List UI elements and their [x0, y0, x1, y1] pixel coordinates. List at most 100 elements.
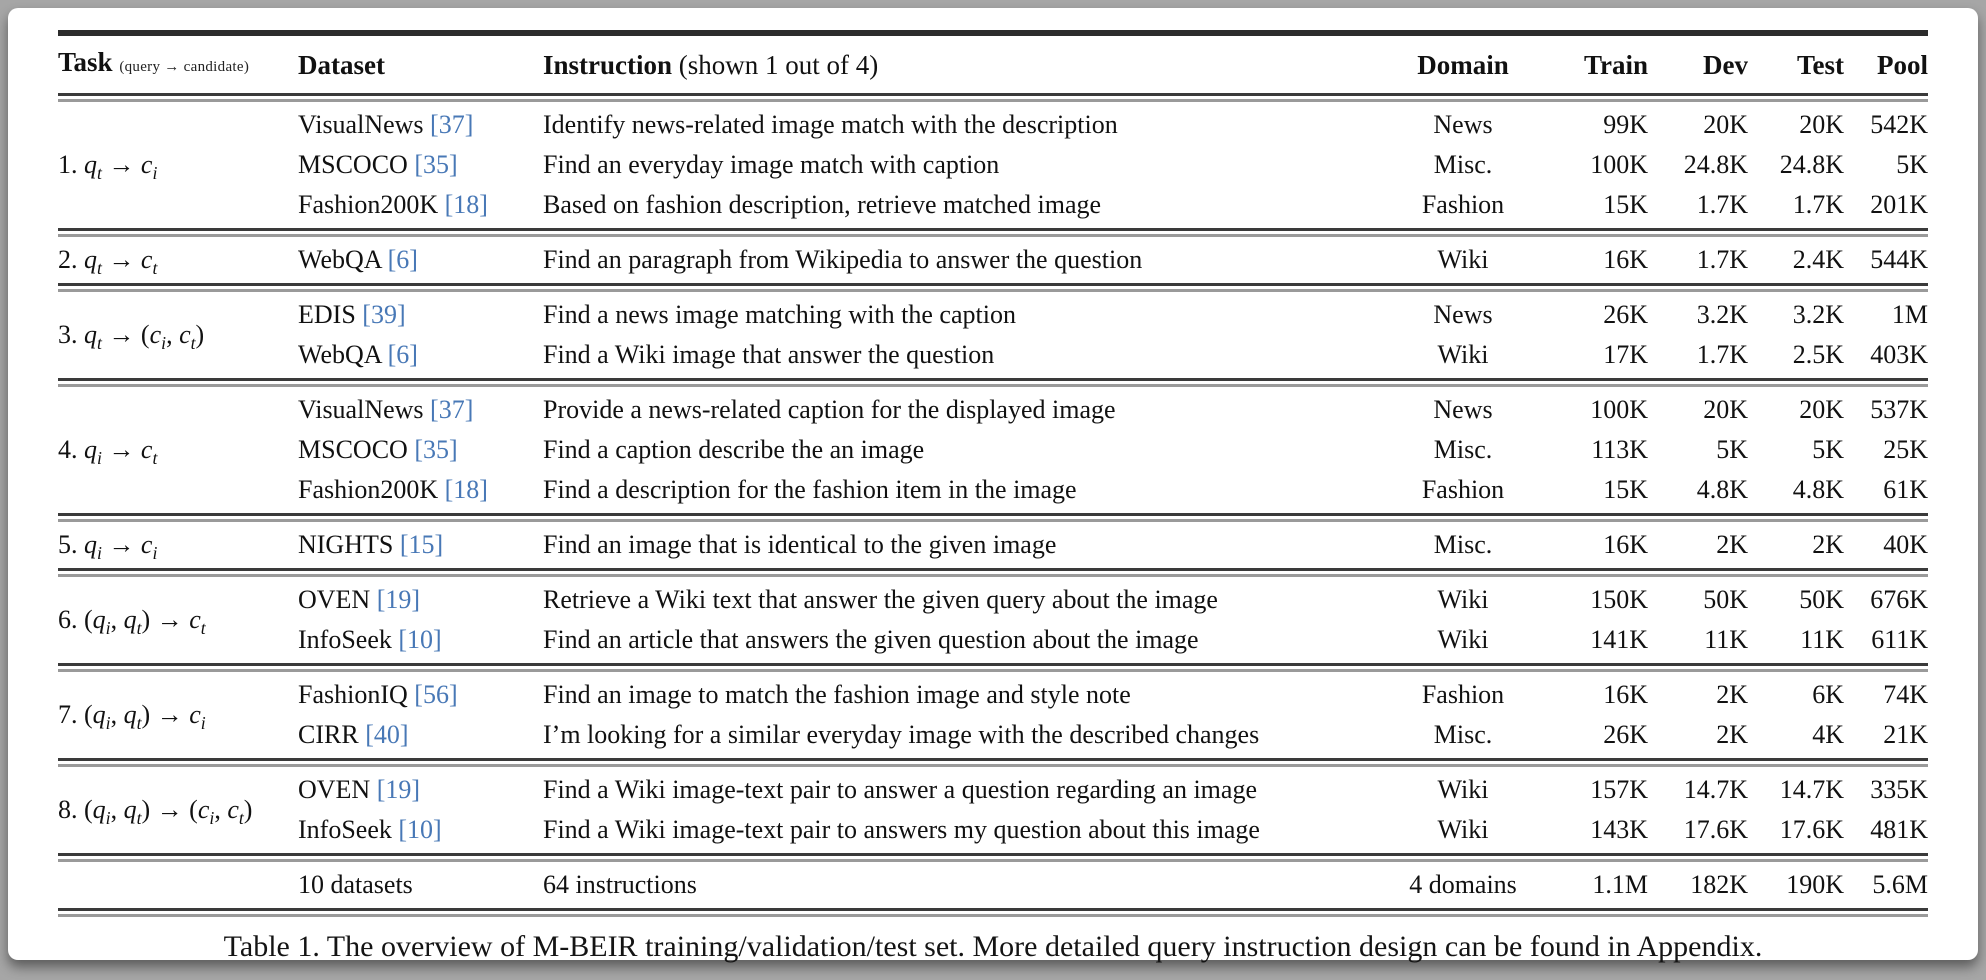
group-divider-rule — [58, 853, 1928, 862]
pool-count-cell: 403K — [1870, 340, 1928, 369]
dev-count-cell: 4.8K — [1696, 475, 1748, 504]
task-group-grid: 3. qt → (ci, ct)EDIS [39]Find a news ima… — [58, 295, 1928, 375]
test-count-cell: 2.5K — [1792, 340, 1844, 369]
dev-count-cell: 24.8K — [1683, 150, 1748, 179]
pool-count-cell: 335K — [1870, 775, 1928, 804]
instruction-cell: Find an paragraph from Wikipedia to answ… — [543, 245, 1143, 274]
instruction-header-label: Instruction — [543, 49, 673, 80]
dataset-cell: MSCOCO [35] — [298, 430, 543, 470]
dev-count-cell: 14.7K — [1683, 775, 1748, 804]
domain-cell: Wiki — [1437, 775, 1489, 804]
test-count-cell: 20K — [1799, 110, 1844, 139]
dataset-name: FashionIQ — [298, 680, 408, 709]
pool-count-cell: 542K — [1870, 110, 1928, 139]
task-group-grid: 8. (qi, qt) → (ci, ct)OVEN [19]Find a Wi… — [58, 770, 1928, 850]
group-divider-rule — [58, 228, 1928, 237]
citation-link[interactable]: [37] — [430, 110, 474, 139]
dev-count-cell: 2K — [1716, 720, 1748, 749]
dev-count-cell: 1.7K — [1696, 190, 1748, 219]
column-header-dev: Dev — [1703, 49, 1748, 80]
citation-link[interactable]: [6] — [387, 340, 418, 369]
table-totals-row: 10 datasets 64 instructions 4 domains 1.… — [58, 862, 1928, 908]
column-header-domain: Domain — [1417, 49, 1509, 80]
task-group: 2. qt → ct WebQA [6]Find an paragraph fro… — [58, 237, 1928, 283]
pool-count-cell: 537K — [1870, 395, 1928, 424]
citation-link[interactable]: [15] — [399, 530, 444, 559]
citation-link[interactable]: [10] — [398, 815, 442, 844]
dev-count-cell: 20K — [1703, 110, 1748, 139]
train-count-cell: 15K — [1603, 190, 1648, 219]
citation-link[interactable]: [35] — [414, 150, 458, 179]
citation-link[interactable]: [18] — [444, 475, 488, 504]
domain-cell: Misc. — [1433, 435, 1493, 464]
totals-pool: 5.6M — [1872, 870, 1928, 899]
dataset-cell: VisualNews [37] — [298, 105, 543, 145]
test-count-cell: 20K — [1799, 395, 1844, 424]
citation-link[interactable]: [10] — [398, 625, 442, 654]
instruction-cell: Find a Wiki image-text pair to answers m… — [543, 815, 1260, 844]
train-count-cell: 16K — [1603, 680, 1648, 709]
pool-count-cell: 5K — [1896, 150, 1928, 179]
pool-count-cell: 40K — [1883, 530, 1928, 559]
citation-link[interactable]: [56] — [414, 680, 458, 709]
column-header-test: Test — [1796, 49, 1844, 80]
task-group-grid: 2. qt → ct WebQA [6]Find an paragraph fro… — [58, 240, 1928, 280]
dev-count-cell: 2K — [1716, 680, 1748, 709]
domain-cell: Misc. — [1433, 530, 1493, 559]
dataset-name: VisualNews — [298, 110, 424, 139]
totals-dev: 182K — [1690, 870, 1748, 899]
group-divider-rule — [58, 378, 1928, 387]
citation-link[interactable]: [39] — [362, 300, 406, 329]
domain-cell: Wiki — [1437, 815, 1489, 844]
dataset-name: MSCOCO — [298, 435, 408, 464]
domain-cell: News — [1433, 110, 1493, 139]
train-count-cell: 26K — [1603, 720, 1648, 749]
train-count-cell: 17K — [1603, 340, 1648, 369]
dataset-name: OVEN — [298, 585, 371, 614]
citation-link[interactable]: [19] — [376, 585, 421, 614]
train-count-cell: 26K — [1603, 300, 1648, 329]
column-header-pool: Pool — [1877, 49, 1928, 80]
citation-link[interactable]: [19] — [376, 775, 421, 804]
pool-count-cell: 25K — [1883, 435, 1928, 464]
totals-test: 190K — [1786, 870, 1844, 899]
citation-link[interactable]: [6] — [387, 245, 418, 274]
instruction-cell: Find an everyday image match with captio… — [543, 150, 1000, 179]
train-count-cell: 113K — [1591, 435, 1648, 464]
train-count-cell: 150K — [1590, 585, 1648, 614]
train-count-cell: 16K — [1603, 530, 1648, 559]
test-count-cell: 50K — [1799, 585, 1844, 614]
dataset-cell: FashionIQ [56] — [298, 675, 543, 715]
test-count-cell: 14.7K — [1779, 775, 1844, 804]
test-count-cell: 5K — [1812, 435, 1844, 464]
dataset-name: Fashion200K — [298, 190, 439, 219]
dataset-cell: OVEN [19] — [298, 770, 543, 810]
citation-link[interactable]: [35] — [414, 435, 458, 464]
test-count-cell: 4K — [1812, 720, 1844, 749]
instruction-cell: Find a description for the fashion item … — [543, 475, 1077, 504]
dev-count-cell: 50K — [1703, 585, 1748, 614]
instruction-cell: Provide a news-related caption for the d… — [543, 395, 1116, 424]
citation-link[interactable]: [37] — [430, 395, 474, 424]
task-label: 2. qt → ct — [58, 245, 158, 279]
totals-domains: 4 domains — [1409, 870, 1517, 899]
dataset-cell: Fashion200K [18] — [298, 185, 543, 225]
citation-link[interactable]: [40] — [365, 720, 409, 749]
group-divider-rule — [58, 758, 1928, 767]
citation-link[interactable]: [18] — [444, 190, 488, 219]
dataset-name: VisualNews — [298, 395, 424, 424]
dev-count-cell: 20K — [1703, 395, 1748, 424]
train-count-cell: 99K — [1603, 110, 1648, 139]
group-divider-rule — [58, 663, 1928, 672]
domain-cell: News — [1433, 395, 1493, 424]
pool-count-cell: 611K — [1871, 625, 1928, 654]
group-divider-rule — [58, 513, 1928, 522]
dataset-cell: WebQA [6] — [298, 240, 543, 280]
train-count-cell: 16K — [1603, 245, 1648, 274]
dataset-cell: WebQA [6] — [298, 335, 543, 375]
